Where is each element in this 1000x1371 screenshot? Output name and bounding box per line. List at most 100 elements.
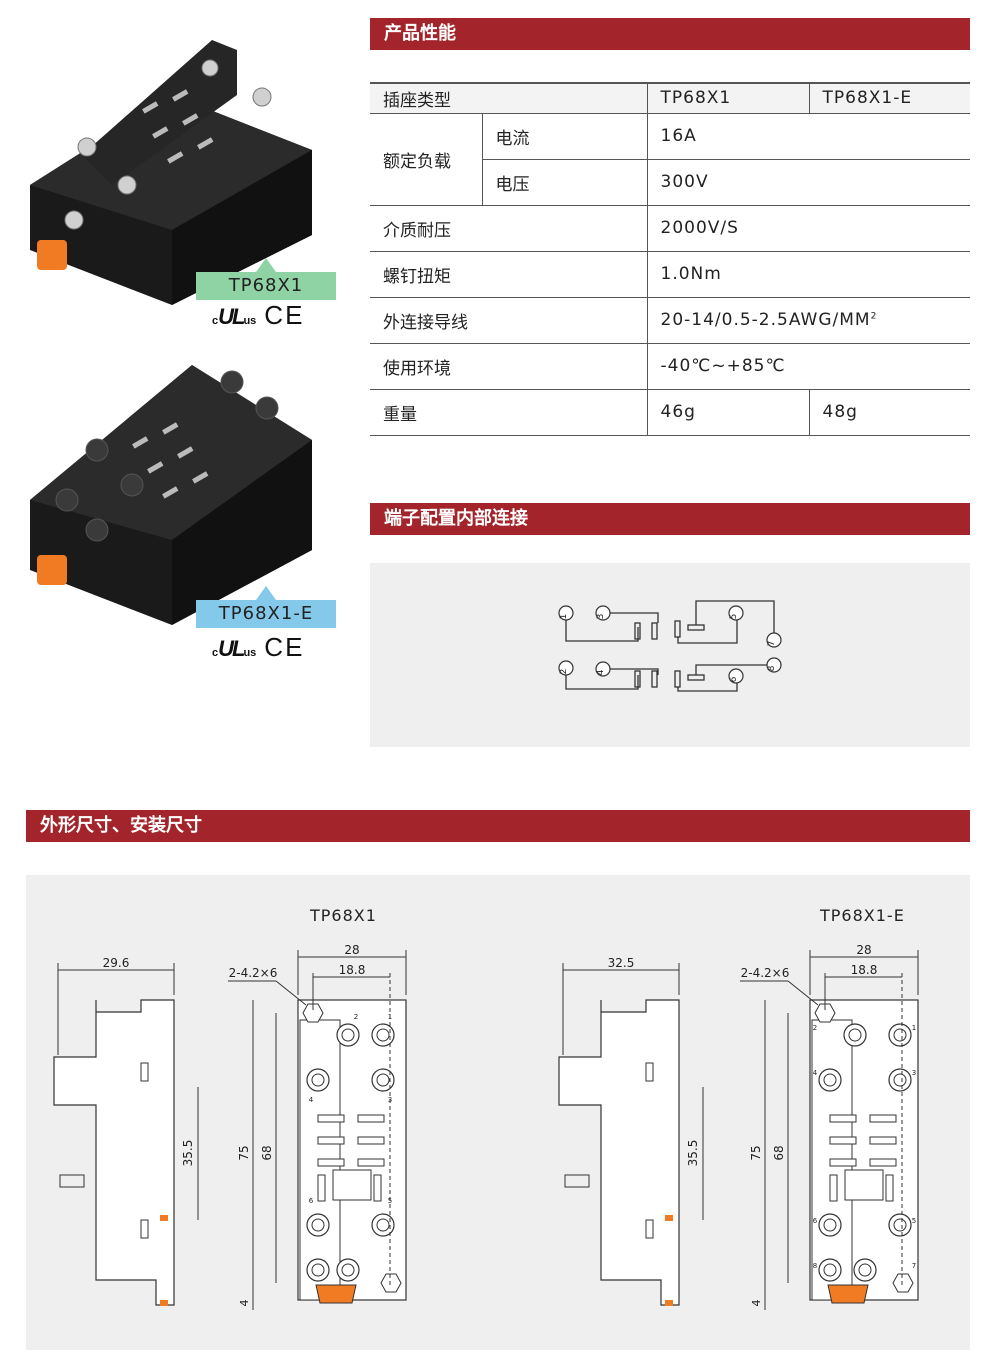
dimension-label: 35.5 <box>686 1140 700 1167</box>
spec-value: -40℃~+85℃ <box>646 343 970 390</box>
latch-indicator-icon <box>160 1215 168 1221</box>
latch-icon <box>827 1284 869 1304</box>
contact-slot <box>357 1114 385 1123</box>
wire-superscript: 2 <box>870 311 878 322</box>
terminal-circle-icon <box>728 668 744 684</box>
spec-label: 额定负载 <box>370 113 482 206</box>
contact-slot <box>317 1174 326 1202</box>
contact-slot <box>317 1158 345 1167</box>
mounting-hole-icon <box>814 1003 836 1023</box>
ce-mark-icon: CE <box>264 632 305 662</box>
side-view-slot <box>140 1219 149 1239</box>
contact-slot <box>829 1174 838 1202</box>
dimension-label: 2-4.2×6 <box>741 966 790 980</box>
screw-head-icon <box>376 1028 390 1042</box>
spec-value: 16A <box>646 113 970 160</box>
dimension-label: 2-4.2×6 <box>229 966 278 980</box>
drawing-title-tp68x1-e: TP68X1-E <box>820 906 905 925</box>
spec-value: TP68X1-E <box>808 82 970 114</box>
contact-slot <box>829 1114 857 1123</box>
spec-sublabel: 电流 <box>481 113 647 160</box>
spec-label: 重量 <box>370 389 647 436</box>
dimension-label: 18.8 <box>339 963 366 977</box>
contact-slot <box>317 1136 345 1145</box>
center-block <box>844 1169 884 1201</box>
dimension-label: 29.6 <box>103 956 130 970</box>
terminal-label: 5 <box>729 614 739 620</box>
section-banner-dimensions: 外形尺寸、安装尺寸 <box>26 810 970 842</box>
terminal-label: 8 <box>767 665 777 671</box>
ul-logo-icon: UL <box>218 636 245 661</box>
terminal-label: 4 <box>596 669 606 675</box>
terminal-circle-icon <box>558 660 574 676</box>
dimension-label: 28 <box>344 943 359 957</box>
terminal-label: 4 <box>309 1096 314 1104</box>
table-row: 额定负载 电流 16A <box>370 113 970 206</box>
screw-icon <box>818 1068 842 1092</box>
dimension-label: 4 <box>238 1300 251 1307</box>
dimension-panel: TP68X1 TP68X1-E 12345629.635.52818.82-4.… <box>26 875 970 1350</box>
terminal-label: 7 <box>767 641 777 647</box>
side-view-slot <box>645 1219 654 1239</box>
contact-slot <box>869 1136 897 1145</box>
spec-value: 300V <box>646 159 970 206</box>
screw-icon <box>818 1258 842 1282</box>
screw-icon <box>306 1258 330 1282</box>
dimension-label: 18.8 <box>851 963 878 977</box>
spec-label: 介质耐压 <box>370 205 647 252</box>
screw-head-icon <box>823 1073 837 1087</box>
terminal-label: 5 <box>912 1217 916 1225</box>
contact-slot <box>317 1114 345 1123</box>
screw-icon <box>818 1213 842 1237</box>
terminal-circle-icon <box>728 605 744 621</box>
ul-logo-icon: UL <box>218 304 245 329</box>
spec-value-wire: 20-14/0.5-2.5AWG/MM2 <box>646 297 970 344</box>
terminal-label: 6 <box>813 1217 818 1225</box>
mounting-hole-icon <box>302 1003 324 1023</box>
leader-line <box>787 980 819 1006</box>
spec-label: 外连接导线 <box>370 297 647 344</box>
model-tag-tp68x1: TP68X1 <box>196 258 336 300</box>
terminal-label: 8 <box>813 1262 817 1270</box>
screw-head-icon <box>311 1218 325 1232</box>
screw-icon <box>371 1023 395 1047</box>
screw-icon <box>371 1213 395 1237</box>
section-banner-wiring: 端子配置内部连接 <box>370 503 970 535</box>
terminal-circle-icon <box>558 605 574 621</box>
terminal-circle-icon <box>766 632 782 648</box>
spec-label: 使用环境 <box>370 343 647 390</box>
screw-icon <box>888 1213 912 1237</box>
section-banner-performance: 产品性能 <box>370 18 970 50</box>
terminal-label: 2 <box>813 1024 817 1032</box>
side-view-slot <box>140 1062 149 1082</box>
contact-slot <box>357 1136 385 1145</box>
latch-indicator-icon <box>665 1300 673 1306</box>
mounting-hole-icon <box>892 1273 914 1293</box>
contact-slot <box>869 1114 897 1123</box>
dimension-label: 75 <box>237 1145 251 1160</box>
terminal-label: 7 <box>912 1262 916 1270</box>
screw-icon <box>853 1258 877 1282</box>
product-image-tp68x1 <box>22 35 322 310</box>
terminal-label: 1 <box>559 614 569 620</box>
screw-head-icon <box>376 1218 390 1232</box>
spec-value: TP68X1 <box>646 82 809 114</box>
dimension-label: 75 <box>749 1145 763 1160</box>
table-row: 使用环境 -40℃~+85℃ <box>370 343 970 390</box>
contact-slot <box>357 1158 385 1167</box>
spec-value: 48g <box>808 389 970 436</box>
latch-indicator-icon <box>160 1300 168 1306</box>
terminal-label: 6 <box>729 676 739 682</box>
contact-slot <box>829 1158 857 1167</box>
latch-indicator-icon <box>665 1215 673 1221</box>
screw-head-icon <box>341 1028 355 1042</box>
contact-slot <box>373 1174 382 1202</box>
spec-value: 46g <box>646 389 809 436</box>
mounting-hole-icon <box>380 1273 402 1293</box>
spec-value: 1.0Nm <box>646 251 970 298</box>
dimension-label: 35.5 <box>181 1140 195 1167</box>
